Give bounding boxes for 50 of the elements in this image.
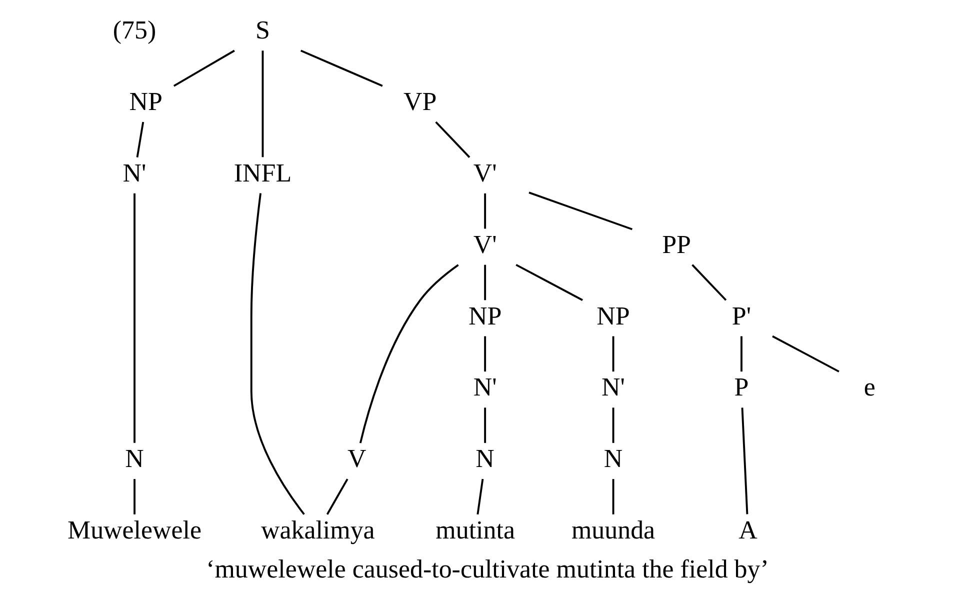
node-text: INFL <box>234 158 292 188</box>
connector <box>476 478 484 514</box>
node-text: N <box>604 444 623 474</box>
node-text: e <box>864 372 876 402</box>
node-text: V' <box>473 158 497 188</box>
connector <box>740 336 742 372</box>
connector <box>300 50 383 87</box>
label: (75) <box>112 16 156 45</box>
node-text: VP <box>404 87 437 116</box>
connector <box>435 121 470 158</box>
node-text: NP <box>596 301 630 330</box>
connector <box>484 193 486 229</box>
node-text: N' <box>473 372 497 402</box>
node-text: muunda <box>571 515 656 544</box>
node-text: V <box>347 444 366 474</box>
connector <box>262 50 264 158</box>
node-text: P <box>734 372 749 402</box>
connector <box>359 264 459 444</box>
node-text: N' <box>602 372 625 402</box>
connector <box>484 408 486 443</box>
connector <box>612 408 614 443</box>
connector <box>692 264 727 301</box>
node-text: N <box>125 444 144 474</box>
node-text: Muwelewele <box>68 515 202 544</box>
connector <box>516 264 583 301</box>
node-text: NP <box>129 87 162 116</box>
connector <box>484 336 486 372</box>
node-text: NP <box>468 301 502 330</box>
connector <box>612 479 614 514</box>
connector <box>250 193 305 515</box>
connector <box>326 478 348 515</box>
connector <box>484 264 486 300</box>
node-text: S <box>256 16 270 45</box>
node-text: V' <box>473 230 497 259</box>
connector <box>173 50 235 87</box>
connector <box>528 192 632 230</box>
connector <box>741 408 748 514</box>
connector <box>612 336 614 372</box>
node-text: N <box>476 444 494 474</box>
node-text: A <box>738 515 758 544</box>
connector <box>136 122 144 158</box>
node-text: wakalimya <box>260 515 375 544</box>
node-text: mutinta <box>436 515 515 544</box>
node-text: N' <box>122 158 146 188</box>
connector <box>772 335 840 372</box>
node-text: P' <box>732 301 752 330</box>
caption: ‘muwelewele caused-to-cultivate mutinta the field by’ <box>206 554 769 584</box>
node-text: PP <box>662 230 692 259</box>
connector <box>134 193 136 443</box>
connector <box>134 479 136 514</box>
